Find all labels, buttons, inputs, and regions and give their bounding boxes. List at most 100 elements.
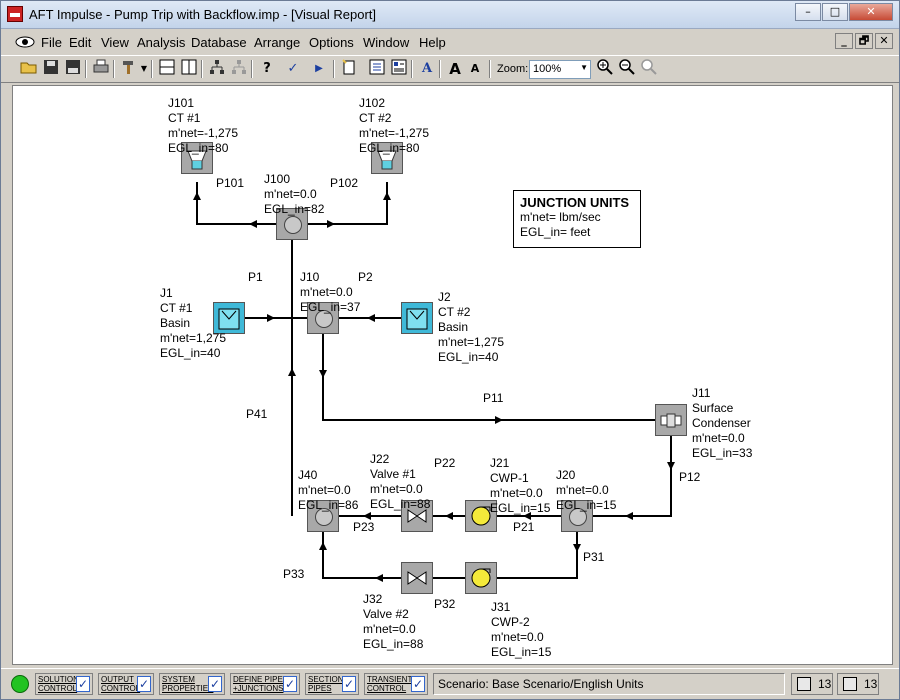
hammer-tool-icon[interactable]: [119, 59, 139, 79]
junction-count: 13: [837, 673, 879, 695]
mdi-restore-button[interactable]: 🗗: [855, 33, 873, 49]
checkmark-icon[interactable]: ✓: [287, 61, 299, 76]
vertical-split-icon[interactable]: [179, 59, 199, 79]
basin-tank-j1[interactable]: [213, 302, 245, 334]
branch-junction-j20[interactable]: [561, 500, 593, 532]
define-pipes-junctions-button[interactable]: DEFINE PIPES+JUNCTIONS ✓: [230, 673, 300, 695]
zoom-dropdown[interactable]: 100% ▼: [529, 60, 591, 79]
horizontal-split-icon[interactable]: [157, 59, 177, 79]
close-button[interactable]: ✕: [849, 3, 893, 21]
tool-dropdown-arrow-icon[interactable]: ▼: [140, 64, 148, 73]
units-egl: EGL_in= feet: [520, 225, 591, 239]
pump-j31[interactable]: [465, 562, 497, 594]
units-mnet: m'net= lbm/sec: [520, 210, 601, 224]
pipe-label-p101: P101: [216, 176, 245, 190]
chevron-down-icon: ▼: [580, 63, 588, 72]
save-as-icon[interactable]: [63, 59, 83, 79]
flow-arrow-p11: [495, 416, 503, 424]
font-icon[interactable]: A: [421, 61, 433, 76]
decrease-font-icon[interactable]: A: [470, 62, 480, 75]
cooling-tower-j101[interactable]: [181, 142, 213, 174]
flow-arrow-p22: [445, 512, 453, 520]
zoom-out-icon[interactable]: [617, 59, 637, 79]
menu-options[interactable]: Options: [309, 35, 354, 50]
menu-window[interactable]: Window: [363, 35, 410, 50]
maximize-button[interactable]: □: [822, 3, 848, 21]
flow-arrow-p101: [193, 192, 201, 200]
pipe-label-p11: P11: [483, 391, 504, 405]
checkmark-icon: ✓: [283, 676, 297, 692]
branch-junction-j40[interactable]: [307, 500, 339, 532]
menu-arrange[interactable]: Arrange: [254, 35, 301, 50]
zoom-fit-disabled-icon[interactable]: [639, 59, 659, 79]
hierarchy-disabled-icon[interactable]: [229, 59, 249, 79]
print-icon[interactable]: [91, 59, 111, 79]
increase-font-icon[interactable]: A: [449, 60, 461, 78]
pipe-label-p33: P33: [283, 567, 305, 581]
report-view-icon[interactable]: [389, 59, 409, 79]
mdi-close-button[interactable]: ✕: [875, 33, 893, 49]
title-bar: AFT Impulse - Pump Trip with Backflow.im…: [1, 1, 899, 29]
basin-tank-j2[interactable]: [401, 302, 433, 334]
zoom-value: 100%: [533, 63, 562, 75]
zoom-in-icon[interactable]: [595, 59, 615, 79]
menu-database[interactable]: Database: [191, 35, 247, 50]
menu-help[interactable]: Help: [419, 35, 446, 50]
open-folder-icon[interactable]: [19, 59, 39, 79]
document-eye-icon[interactable]: [15, 34, 35, 50]
cooling-tower-j102[interactable]: [371, 142, 403, 174]
help-query-icon[interactable]: ?: [263, 61, 271, 76]
menu-bar: File Edit View Analysis Database Arrange…: [1, 31, 899, 53]
menu-file[interactable]: File: [41, 35, 62, 50]
checkmark-icon: ✓: [411, 676, 425, 692]
new-page-icon[interactable]: [339, 59, 359, 79]
menu-analysis[interactable]: Analysis: [137, 35, 186, 50]
menu-view[interactable]: View: [101, 35, 129, 50]
pipe-label-p21: P21: [513, 520, 535, 534]
pipe-label-p102: P102: [330, 176, 359, 190]
heat-exchanger-j11[interactable]: [655, 404, 687, 436]
mdi-minimize-button[interactable]: _: [835, 33, 853, 49]
zoom-label: Zoom:: [497, 63, 529, 75]
flow-arrow-p102-mid: [327, 220, 335, 228]
list-view-icon[interactable]: [367, 59, 387, 79]
window-title: AFT Impulse - Pump Trip with Backflow.im…: [29, 7, 377, 22]
checkmark-icon: ✓: [137, 676, 151, 692]
valve-j32[interactable]: [401, 562, 433, 594]
play-arrow-icon[interactable]: ▶: [315, 63, 323, 74]
menu-edit[interactable]: Edit: [69, 35, 92, 50]
pipe-p33: [322, 532, 401, 579]
flow-arrow-p21: [523, 512, 531, 520]
flow-arrow-p11-down: [319, 370, 327, 378]
branch-junction-j10[interactable]: [307, 302, 339, 334]
units-title: JUNCTION UNITS: [520, 195, 630, 210]
minimize-button[interactable]: –: [795, 3, 821, 21]
flow-arrow-p33-up: [319, 542, 327, 550]
branch-junction-j100[interactable]: [276, 208, 308, 240]
aft-impulse-app-icon[interactable]: [7, 6, 23, 22]
scenario-status: Scenario: Base Scenario/English Units: [433, 673, 785, 695]
valve-j22[interactable]: [401, 500, 433, 532]
flow-arrow-p1: [267, 314, 275, 322]
save-disk-icon[interactable]: [41, 59, 61, 79]
pump-j21[interactable]: [465, 500, 497, 532]
hierarchy-icon[interactable]: [207, 59, 227, 79]
flow-arrow-p33: [375, 574, 383, 582]
